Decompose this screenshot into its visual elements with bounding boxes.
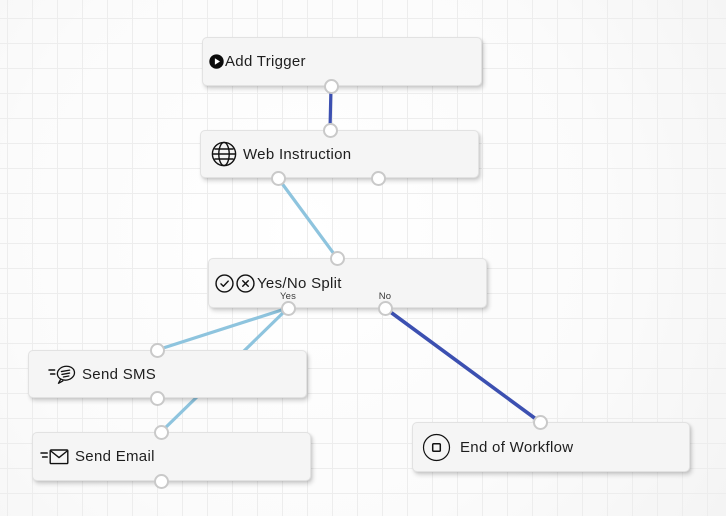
node-icons <box>215 274 255 293</box>
end-of-workflow-label: End of Workflow <box>460 438 574 456</box>
yes-no-split-label: Yes/No Split <box>257 274 342 292</box>
send-sms-node[interactable]: Send SMS <box>28 350 307 398</box>
check-circle-icon <box>215 274 234 293</box>
yes-no-split-target-handle[interactable] <box>329 250 345 266</box>
web-instruction-label: Web Instruction <box>243 145 352 163</box>
send-email-source-handle[interactable] <box>153 473 169 489</box>
send-sms-source-handle[interactable] <box>149 390 165 406</box>
node-icons <box>209 54 224 69</box>
web-instruction-node[interactable]: Web Instruction <box>200 130 479 178</box>
node-icons <box>48 363 76 385</box>
add-trigger-source-handle[interactable] <box>323 78 339 94</box>
end-of-workflow-target-handle[interactable] <box>532 414 548 430</box>
send-email-target-handle[interactable] <box>153 424 169 440</box>
end-of-workflow-node[interactable]: End of Workflow <box>412 422 690 472</box>
yes-no-split-node[interactable]: Yes/No Split <box>208 258 487 308</box>
send-email-label: Send Email <box>75 448 155 465</box>
web-instruction-target-handle[interactable] <box>322 122 338 138</box>
edge-web-instruction-to-yes-no-split[interactable] <box>276 176 339 260</box>
edge-yes-to-send-sms[interactable] <box>155 306 290 352</box>
play-circle-icon <box>209 54 224 69</box>
send-sms-label: Send SMS <box>82 365 157 383</box>
branch-label-yes: Yes <box>279 291 297 302</box>
yes-no-split-source-handle-yes[interactable] <box>280 300 296 316</box>
add-trigger-label: Add Trigger <box>225 53 306 70</box>
fast-sms-icon <box>48 363 76 385</box>
node-icons <box>40 447 69 467</box>
x-circle-icon <box>236 274 255 293</box>
fast-email-icon <box>40 447 69 467</box>
add-trigger-node[interactable]: Add Trigger <box>202 37 482 86</box>
branch-label-no: No <box>378 291 392 302</box>
yes-no-split-source-handle-no[interactable] <box>377 300 393 316</box>
send-sms-target-handle[interactable] <box>149 342 165 358</box>
node-icons <box>422 433 451 462</box>
globe-icon <box>211 141 237 167</box>
web-instruction-source-handle[interactable] <box>370 170 386 186</box>
node-icons <box>211 141 237 167</box>
edge-no-to-end-of-workflow[interactable] <box>383 306 542 424</box>
stop-circle-icon <box>422 433 451 462</box>
web-instruction-source-handle[interactable] <box>270 170 286 186</box>
send-email-node[interactable]: Send Email <box>32 432 311 481</box>
